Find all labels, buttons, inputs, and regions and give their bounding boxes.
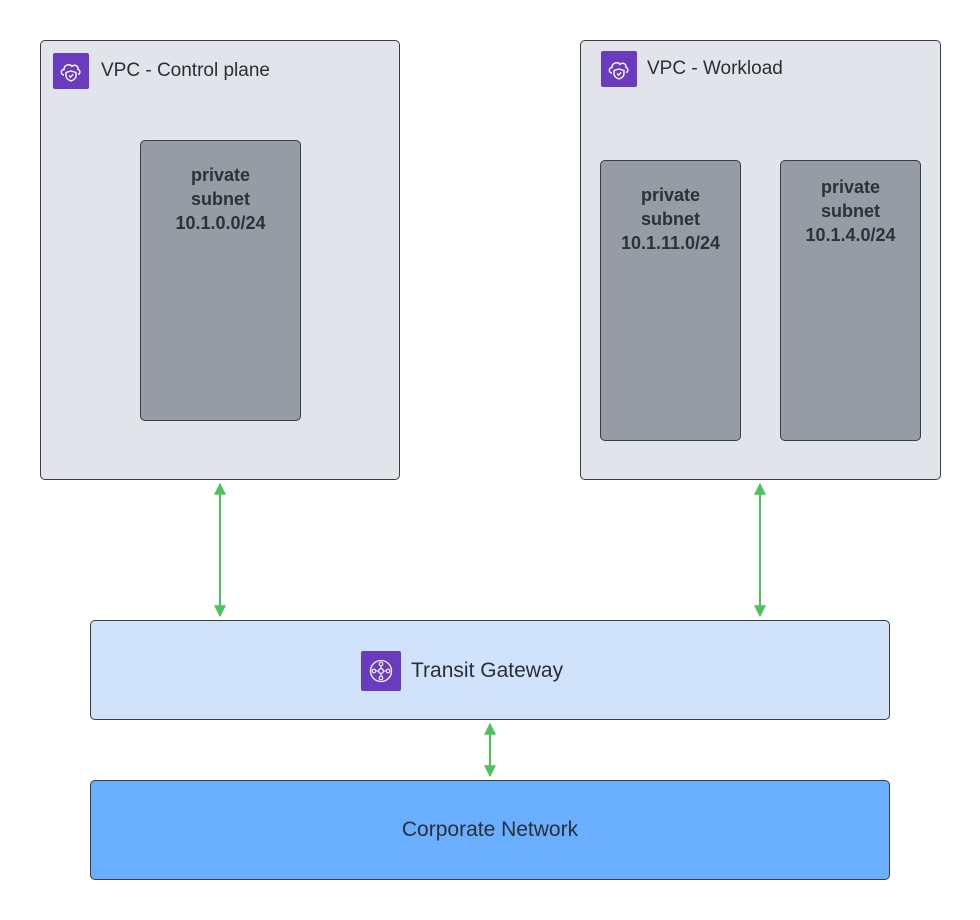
subnet-line2: subnet — [190, 189, 250, 209]
subnet-control-plane[interactable]: private subnet 10.1.0.0/24 — [140, 140, 301, 421]
subnet-line1: private — [640, 185, 701, 205]
corporate-network-label: Corporate Network — [401, 818, 579, 841]
subnet-line1: private — [820, 177, 881, 197]
subnet-workload-1[interactable]: private subnet 10.1.11.0/24 — [600, 160, 741, 441]
subnet-cidr: 10.1.11.0/24 — [620, 233, 721, 253]
subnet-cidr: 10.1.4.0/24 — [805, 225, 896, 245]
vpc-control-plane-title: VPC - Control plane — [101, 60, 270, 81]
transit-gateway-label: Transit Gateway — [411, 659, 564, 682]
transit-gateway-icon — [361, 651, 401, 691]
vpc-cloud-shield-icon — [53, 53, 89, 89]
vpc-workload-title: VPC - Workload — [647, 58, 783, 79]
transit-gateway-content: Transit Gateway — [361, 651, 563, 691]
subnet-cidr: 10.1.0.0/24 — [175, 213, 266, 233]
vpc-control-plane[interactable]: VPC - Control plane private subnet 10.1.… — [40, 40, 400, 480]
subnet-line1: private — [190, 165, 251, 185]
vpc-cloud-shield-icon — [601, 51, 637, 87]
subnet-workload-2[interactable]: private subnet 10.1.4.0/24 — [780, 160, 921, 441]
corporate-network[interactable]: Corporate Network — [90, 780, 890, 880]
transit-gateway[interactable]: Transit Gateway — [90, 620, 890, 720]
vpc-workload-header: VPC - Workload — [601, 51, 783, 87]
vpc-workload[interactable]: VPC - Workload private subnet 10.1.11.0/… — [580, 40, 941, 480]
vpc-control-plane-header: VPC - Control plane — [53, 53, 270, 89]
subnet-line2: subnet — [820, 201, 880, 221]
subnet-line2: subnet — [640, 209, 700, 229]
